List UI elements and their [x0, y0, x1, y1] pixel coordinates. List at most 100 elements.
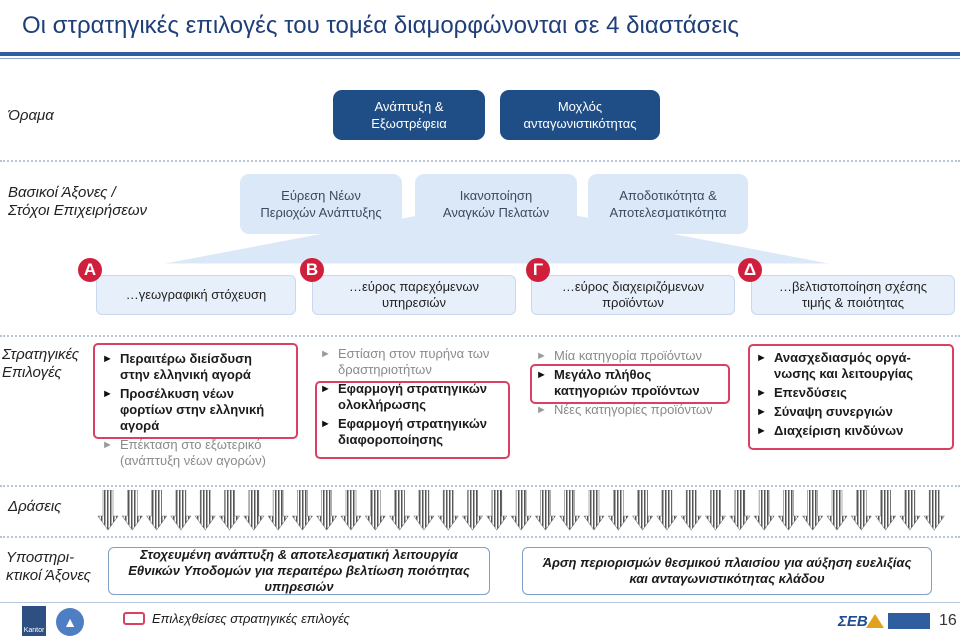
bullet-arrow-icon: ►: [320, 383, 331, 395]
action-arrow-icon: [340, 490, 362, 531]
action-arrow-icon: [875, 490, 897, 531]
separator-vision: [0, 160, 960, 162]
row-label-choices-line: Επιλογές: [2, 364, 62, 381]
seb-logo-mark: [866, 614, 884, 628]
choice-line: νωσης και λειτουργίας: [774, 366, 914, 381]
bullet-arrow-icon: ►: [536, 350, 547, 362]
choice-line: στην ελληνική αγορά: [120, 367, 251, 382]
action-arrow-icon: [243, 490, 265, 531]
action-arrow-icon: [97, 490, 119, 531]
bullet-arrow-icon: ►: [756, 387, 767, 399]
goal-box-line: Εύρεση Νέων: [281, 188, 361, 203]
separator-choices: [0, 335, 960, 337]
footer-rule: [0, 602, 960, 603]
action-arrow-icon: [559, 490, 581, 531]
choice-line: Μία κατηγορία προϊόντων: [554, 348, 703, 363]
choice-line: αγορά: [120, 418, 160, 433]
choice-line: Περαιτέρω διείσδυση: [120, 351, 252, 366]
dimension-pill-text: …εύρος διαχειριζόμενων: [561, 279, 705, 294]
choice-line: Επέκταση στο εξωτερικό: [120, 437, 262, 452]
action-arrow-icon: [413, 490, 435, 531]
choice-item: ►Σύναψη συνεργιών: [754, 404, 952, 420]
support-box-institutional: Άρση περιορισμών θεσμικού πλαισίου για α…: [522, 547, 932, 595]
choice-item: ► Επέκταση στο εξωτερικό(ανάπτυξη νέων αγ…: [100, 437, 295, 469]
choice-line: Προσέλκυση νέων: [120, 386, 234, 401]
choice-item: ► Μία κατηγορία προϊόντων: [534, 348, 739, 364]
support-box-infrastructure: Στοχευμένη ανάπτυξη & αποτελεσματική λει…: [108, 547, 490, 595]
vision-box-line: ανταγωνιστικότητας: [523, 116, 637, 131]
action-arrow-icon: [170, 490, 192, 531]
legend-selection-swatch: [123, 612, 145, 625]
action-arrow-icon: [899, 490, 921, 531]
selection-frame-b: [315, 381, 510, 459]
support-line: και ανταγωνιστικότητας κλάδου: [629, 571, 825, 586]
title-rule-thin: [0, 58, 960, 59]
action-arrow-icon: [729, 490, 751, 531]
page-number: 16: [939, 612, 957, 629]
choice-line: δραστηριοτήτων: [338, 362, 432, 377]
action-arrow-icon: [121, 490, 143, 531]
bullet-arrow-icon: ►: [536, 369, 547, 381]
choice-line: ολοκλήρωσης: [338, 397, 426, 412]
vision-box-line: Ανάπτυξη &: [374, 99, 444, 114]
action-arrow-icon: [510, 490, 532, 531]
support-line: Εθνικών Υποδομών για περαιτέρω βελτίωση …: [128, 563, 470, 578]
action-arrow-icon: [632, 490, 654, 531]
vision-box-line: Εξωστρέφεια: [371, 116, 447, 131]
row-label-choices: Στρατηγικές Επιλογές: [2, 346, 79, 382]
choice-line: (ανάπτυξη νέων αγορών): [120, 453, 266, 468]
dimension-letter-c: Γ: [526, 258, 550, 282]
dimension-pill-text: …εύρος παρεχόμενων: [348, 279, 480, 294]
seb-logo: ΣΕΒ: [838, 613, 868, 630]
action-arrow-icon: [194, 490, 216, 531]
bullet-arrow-icon: ►: [102, 353, 113, 365]
page-title: Οι στρατηγικές επιλογές του τομέα διαμορ…: [22, 12, 739, 39]
action-arrow-icon: [923, 490, 945, 531]
bullet-arrow-icon: ►: [320, 418, 331, 430]
action-arrow-icon: [316, 490, 338, 531]
action-arrow-icon: [364, 490, 386, 531]
selection-frame-c: [530, 364, 730, 404]
choice-line: Εφαρμογή στρατηγικών: [338, 416, 488, 431]
bullet-arrow-icon: ►: [756, 425, 767, 437]
goal-box-line: Αποδοτικότητα &: [619, 188, 717, 203]
support-line: Άρση περιορισμών θεσμικού πλαισίου για α…: [542, 555, 912, 570]
bullet-arrow-icon: ►: [102, 439, 113, 451]
selection-frame-d: [748, 344, 954, 450]
action-arrow-icon: [583, 490, 605, 531]
dimension-letter-a: Α: [78, 258, 102, 282]
dimension-letter-d: Δ: [738, 258, 762, 282]
row-label-choices-line: Στρατηγικές: [2, 346, 80, 363]
legend-label: Επιλεχθείσες στρατηγικές επιλογές: [152, 611, 350, 626]
action-arrow-icon: [656, 490, 678, 531]
dimension-pill-text: τιμής & ποιότητας: [802, 295, 904, 310]
support-line: Στοχευμένη ανάπτυξη & αποτελεσματική λει…: [140, 547, 458, 562]
dimension-letter-b: Β: [300, 258, 324, 282]
action-arrow-icon: [461, 490, 484, 531]
action-arrow-icon: [704, 490, 727, 531]
title-rule: [0, 52, 960, 56]
bullet-arrow-icon: ►: [756, 352, 767, 364]
row-label-support: Υποστηρι- κτικοί Άξονες: [6, 549, 91, 585]
separator-actions: [0, 485, 960, 487]
vision-box-growth: Ανάπτυξη & Εξωστρέφεια: [333, 90, 485, 140]
row-label-support-line: κτικοί Άξονες: [6, 567, 91, 584]
goal-box-line: Αναγκών Πελατών: [442, 205, 550, 220]
actions-arrow-strip: [97, 490, 945, 531]
choice-line: Εφαρμογή στρατηγικών: [338, 381, 488, 396]
dimension-pill-text: …βελτιστοποίηση σχέσης: [779, 279, 927, 294]
dimension-pill-a: …γεωγραφική στόχευση: [96, 275, 296, 315]
bullet-arrow-icon: ►: [756, 406, 767, 418]
vision-box-line: Μοχλός: [557, 99, 603, 114]
action-arrow-icon: [777, 490, 799, 531]
selection-frame-a: [93, 343, 298, 439]
